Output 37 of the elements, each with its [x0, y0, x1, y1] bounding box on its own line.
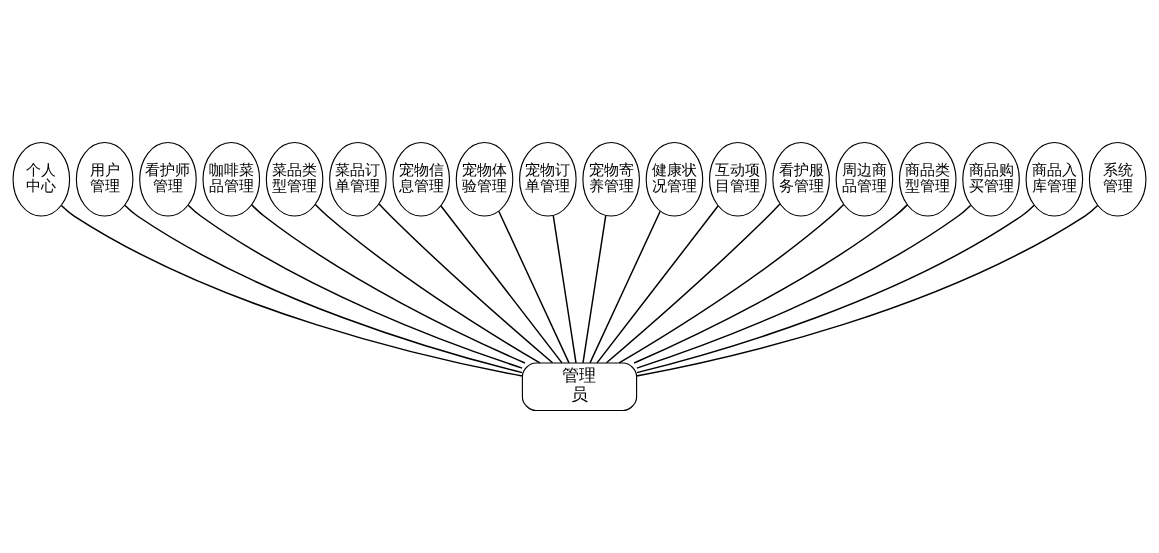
node-ellipse: 宠物订单管理 — [519, 141, 577, 217]
connector — [552, 214, 577, 364]
node-ellipse: 宠物信息管理 — [392, 141, 451, 217]
node-box: 管理员 — [521, 362, 638, 412]
node-ellipse: 互动项目管理 — [708, 141, 767, 217]
connector — [251, 204, 526, 364]
connector — [314, 203, 541, 364]
node-ellipse: 用户管理 — [75, 141, 134, 217]
node-ellipse: 看护服务管理 — [772, 141, 830, 217]
connector — [635, 204, 1099, 377]
connector — [187, 204, 523, 369]
node-ellipse: 系统管理 — [1088, 141, 1147, 217]
connector — [124, 204, 523, 374]
connector — [440, 205, 563, 364]
node-ellipse: 看护师管理 — [139, 141, 197, 217]
node-ellipse: 宠物体验管理 — [455, 141, 514, 217]
node-ellipse: 商品类型管理 — [898, 141, 957, 217]
connector — [636, 204, 972, 369]
node-ellipse: 个人中心 — [12, 141, 71, 217]
connector — [605, 203, 781, 364]
connector — [596, 205, 719, 364]
connector — [498, 210, 570, 364]
connector — [60, 204, 524, 377]
connector — [618, 203, 845, 364]
node-ellipse: 商品购买管理 — [962, 141, 1020, 217]
connector — [582, 214, 607, 364]
node-ellipse: 宠物寄养管理 — [582, 141, 640, 217]
node-ellipse: 菜品类型管理 — [265, 141, 324, 217]
node-ellipse: 商品入库管理 — [1025, 141, 1084, 217]
connector — [589, 210, 661, 364]
node-ellipse: 周边商品管理 — [835, 141, 894, 217]
connector — [633, 204, 908, 364]
connector — [378, 203, 554, 364]
node-ellipse: 咖啡菜品管理 — [202, 141, 261, 217]
connector — [636, 204, 1035, 374]
node-ellipse: 健康状况管理 — [645, 141, 704, 217]
node-ellipse: 菜品订单管理 — [329, 141, 387, 217]
